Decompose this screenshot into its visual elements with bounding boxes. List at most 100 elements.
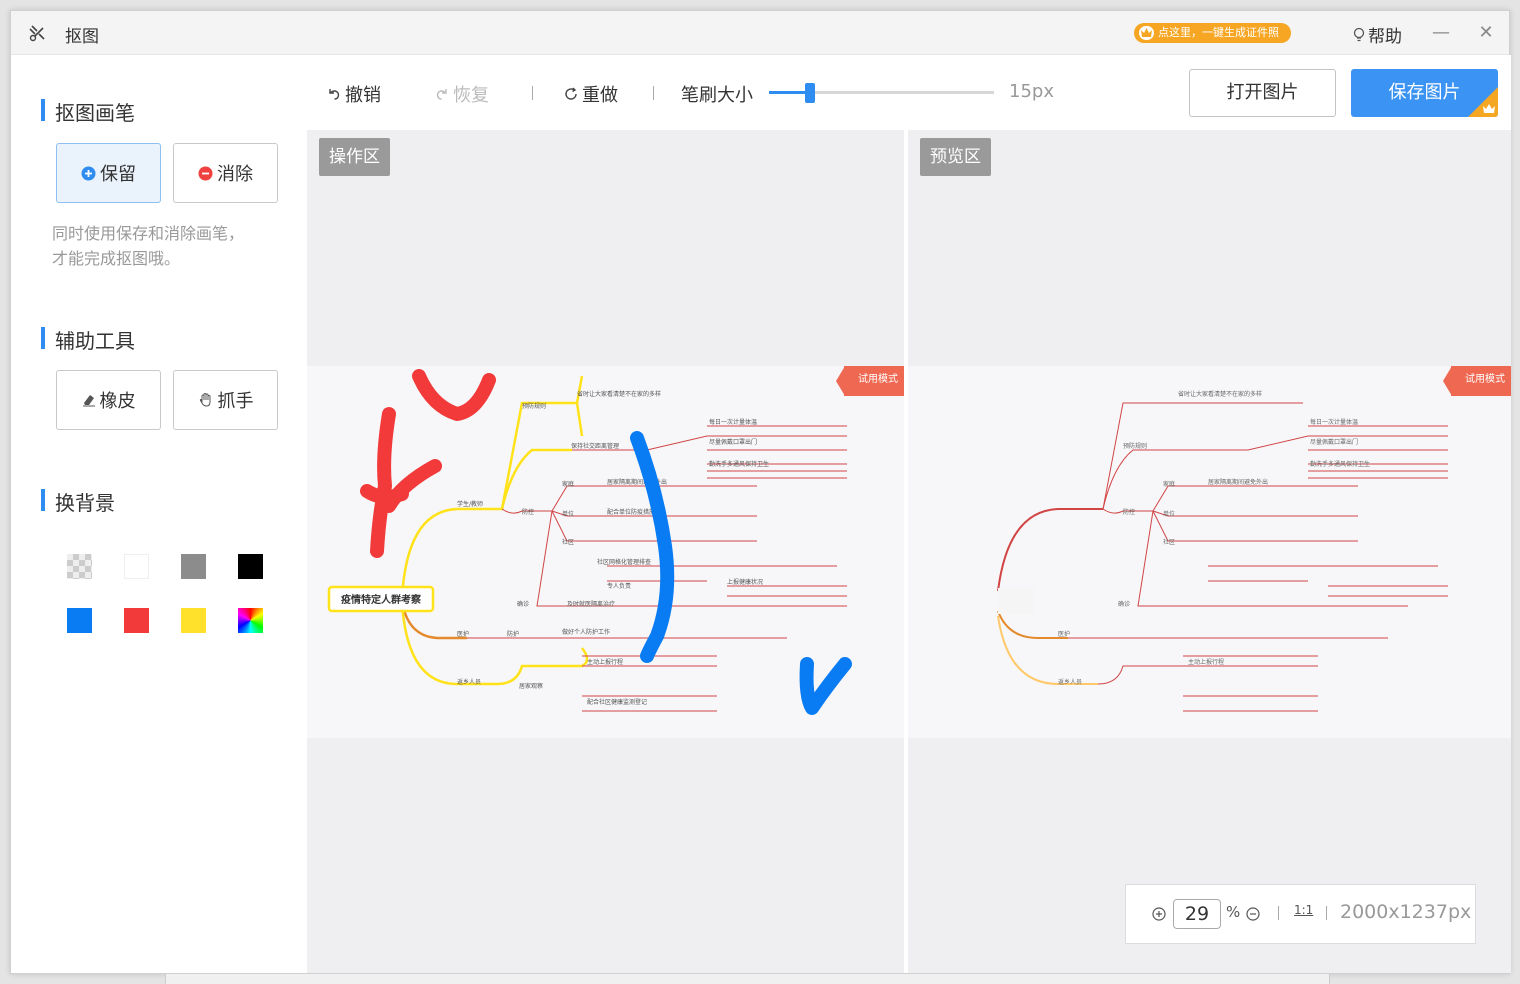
background-section-title: 换背景 [41,487,115,516]
svg-text:社区: 社区 [1163,538,1175,546]
eraser-tool-button[interactable]: 橡皮 [56,370,161,430]
keep-brush-button[interactable]: 保留 [56,143,161,203]
preview-panel[interactable]: 预览区 [908,130,1511,973]
toolbar-divider [532,86,533,100]
hand-label: 抓手 [217,391,254,412]
svg-text:预防规则: 预防规则 [1123,442,1147,450]
svg-text:主动上报行程: 主动上报行程 [587,658,623,666]
zoom-in-icon[interactable] [1152,907,1166,921]
cutout-app-icon [29,25,45,42]
operation-area-tag: 操作区 [319,138,390,176]
svg-text:做好个人防护工作: 做好个人防护工作 [562,628,610,636]
crown-icon [1139,26,1154,40]
erase-brush-strokes [630,431,852,715]
svg-text:居家观察: 居家观察 [519,682,543,690]
brush-hint: 同时使用保存和消除画笔， 才能完成抠图哦。 [52,221,282,271]
svg-text:主动上报行程: 主动上报行程 [1188,658,1224,666]
svg-text:单位: 单位 [1163,510,1175,518]
preview-canvas: 省时让大家看清楚不在家的多样 预防规则 每日一次计量体温 尽量佩戴口罩出门 勤洗… [908,366,1511,738]
svg-text:返乡人员: 返乡人员 [457,679,481,686]
svg-text:居家隔离期间避免外出: 居家隔离期间避免外出 [1208,478,1268,486]
trial-mode-badge: 试用模式 [836,366,904,396]
zoom-bar: 29 % 1:1 2000x1237px [1125,884,1476,944]
trial-mode-label: 试用模式 [858,374,898,385]
svg-text:勤洗手多通风保持卫生: 勤洗手多通风保持卫生 [1310,460,1370,468]
undo-button[interactable]: 撤销 [327,81,381,107]
svg-text:防护: 防护 [507,630,519,638]
svg-text:保持社交距离管理: 保持社交距离管理 [571,442,619,450]
bg-yellow-swatch[interactable] [181,608,206,633]
bg-blue-swatch[interactable] [67,608,92,633]
trial-mode-badge: 试用模式 [1443,366,1511,396]
svg-text:配合单位防疫措施: 配合单位防疫措施 [607,508,655,516]
bg-white-swatch[interactable] [124,554,149,579]
save-image-label: 保存图片 [1388,82,1461,103]
svg-text:省时让大家看清楚不在家的多样: 省时让大家看清楚不在家的多样 [577,390,661,398]
zoom-divider [1278,906,1279,920]
bg-transparent-swatch[interactable] [67,554,92,579]
hand-tool-button[interactable]: 抓手 [173,370,278,430]
left-sidebar: 抠图画笔 保留 消除 同时使用保存和消除画笔， 才能完成抠图哦。 辅助工具 橡皮… [11,55,307,973]
redo-icon [436,89,447,100]
aux-tools-section-title: 辅助工具 [41,325,135,354]
mindmap-image: 省时让大家看清楚不在家的多样 预防规则 保持社交距离管理 每日一次计量体温 尽量… [327,369,852,715]
open-image-button[interactable]: 打开图片 [1189,69,1336,117]
refresh-icon [565,87,577,100]
actual-size-button[interactable]: 1:1 [1294,903,1314,917]
zoom-out-icon[interactable] [1246,907,1260,921]
svg-text:配合社区健康监测登记: 配合社区健康监测登记 [587,698,647,706]
redo-button[interactable]: 恢复 [435,81,489,107]
svg-text:勤洗手多通风保持卫生: 勤洗手多通风保持卫生 [709,460,769,468]
reset-label: 重做 [582,85,618,106]
preview-image: 省时让大家看清楚不在家的多样 预防规则 每日一次计量体温 尽量佩戴口罩出门 勤洗… [997,390,1448,712]
brush-section-title: 抠图画笔 [41,97,135,126]
keep-brush-label: 保留 [100,164,136,185]
svg-text:防控: 防控 [1123,508,1135,516]
plus-circle-icon [81,166,96,180]
zoom-percent-sign: % [1226,903,1241,921]
mindmap-root-label: 疫情特定人群考察 [341,593,422,606]
undo-label: 撤销 [345,85,381,106]
svg-text:医护: 医护 [1058,630,1070,638]
save-image-button[interactable]: 保存图片 [1351,69,1498,117]
undo-icon [329,89,340,100]
brush-size-label: 笔刷大小 [681,85,753,106]
minimize-button[interactable]: — [1432,22,1450,43]
preview-area-tag: 预览区 [920,138,991,176]
svg-text:尽量佩戴口罩出门: 尽量佩戴口罩出门 [709,438,757,446]
brush-hint-line-1: 同时使用保存和消除画笔， [52,224,245,243]
operation-panel[interactable]: 操作区 [307,130,904,973]
crown-icon [1483,104,1495,113]
bg-custom-color-swatch[interactable] [238,608,263,633]
redo-label: 恢复 [453,85,489,106]
toolbar-divider [653,86,654,100]
reset-button[interactable]: 重做 [564,81,618,107]
bg-gray-swatch[interactable] [181,554,206,579]
hand-icon [199,392,210,407]
svg-text:居家隔离期间避免外出: 居家隔离期间避免外出 [607,478,667,486]
bg-black-swatch[interactable] [238,554,263,579]
main-window: 抠图 点这里，一键生成证件照 帮助 — ✕ 抠图画笔 保留 消除 同时使用保存和… [10,10,1511,974]
image-dimensions: 2000x1237px [1340,901,1472,923]
id-photo-promo-link[interactable]: 点这里，一键生成证件照 [1134,23,1291,43]
window-title: 抠图 [65,27,99,47]
operation-canvas[interactable]: 省时让大家看清楚不在家的多样 预防规则 保持社交距离管理 每日一次计量体温 尽量… [307,366,904,738]
brush-hint-line-2: 才能完成抠图哦。 [52,249,181,268]
svg-text:医护: 医护 [457,630,469,638]
background-window-edge [165,974,1330,984]
svg-text:专人负责: 专人负责 [607,582,631,590]
svg-text:每日一次计量体温: 每日一次计量体温 [1310,418,1358,426]
top-toolbar: 撤销 恢复 重做 笔刷大小 15px 打开图片 保存图片 [307,55,1511,130]
brush-size-slider[interactable] [769,91,994,94]
svg-text:防控: 防控 [522,508,534,516]
help-button[interactable]: 帮助 [1353,22,1402,47]
close-button[interactable]: ✕ [1478,22,1494,43]
zoom-input[interactable]: 29 [1173,899,1221,929]
brush-size-slider-fill [769,91,810,94]
bg-red-swatch[interactable] [124,608,149,633]
svg-text:学生/教师: 学生/教师 [457,500,483,508]
svg-text:尽量佩戴口罩出门: 尽量佩戴口罩出门 [1310,438,1358,446]
brush-size-slider-handle[interactable] [804,83,815,103]
erase-brush-button[interactable]: 消除 [173,143,278,203]
zoom-divider [1326,906,1327,920]
